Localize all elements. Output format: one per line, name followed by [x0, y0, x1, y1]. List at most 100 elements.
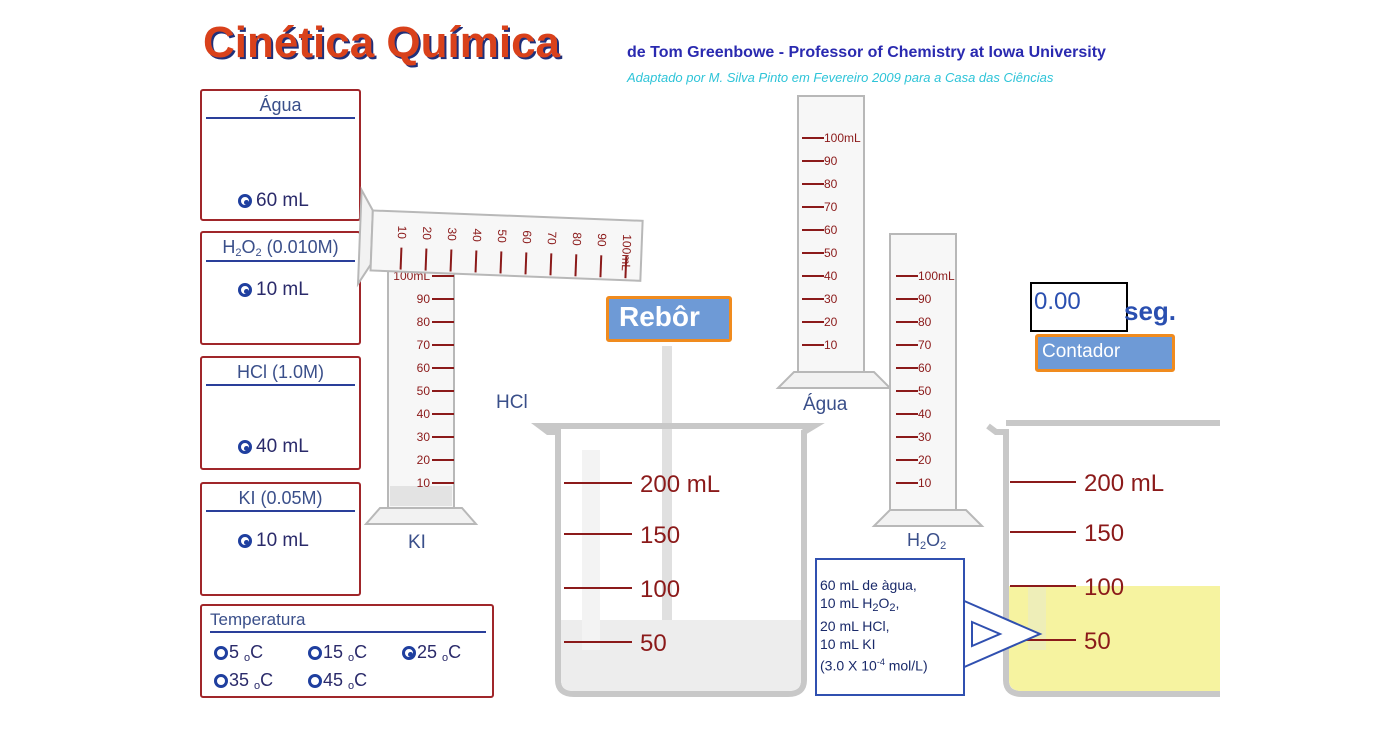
tilted-tick-label: 60 — [520, 230, 535, 244]
left-beaker: 200 mL 150 100 50 — [531, 423, 825, 697]
tilted-tick — [399, 247, 403, 270]
tilted-tick — [424, 248, 428, 271]
agua-tick-label: 40 — [824, 269, 838, 283]
app-title: Cinética Química — [203, 18, 561, 67]
ki-panel: KI (0.05M) 10 mL — [200, 482, 361, 596]
tilted-tick — [574, 254, 578, 277]
reaction-summary-note: 60 mL de àgua, 10 mL H2O2, 20 mL HCl, 10… — [815, 558, 965, 696]
agua-tick-label: 70 — [824, 200, 838, 214]
radio-icon[interactable] — [214, 674, 228, 689]
tilted-tick-label: 30 — [445, 227, 460, 241]
tilted-tick-label: 90 — [595, 233, 610, 247]
agua-tick-label: 30 — [824, 292, 838, 306]
tilted-tick-label: 50 — [495, 229, 510, 243]
h2o2-tick-label: 70 — [918, 338, 932, 352]
radio-selected-icon[interactable] — [402, 646, 416, 661]
tilted-tick — [549, 253, 553, 276]
tilted-tick-label: 10 — [395, 225, 410, 239]
agua-tick-label: 100mL — [824, 131, 861, 145]
ki-tick-label: 90 — [417, 292, 431, 306]
note-arrow-inner-icon — [971, 620, 1003, 648]
agua-cylinder-label: Água — [803, 394, 848, 415]
h2o2-tick-label: 50 — [918, 384, 932, 398]
adaptation-credit: Adaptado por M. Silva Pinto em Fevereiro… — [627, 70, 1054, 85]
ki-tick-label: 80 — [417, 315, 431, 329]
tilted-tick-label: 40 — [470, 228, 485, 242]
beaker-tick-label: 150 — [640, 522, 680, 549]
hcl-cylinder-label: HCl — [496, 392, 528, 413]
radio-selected-icon[interactable] — [238, 440, 252, 454]
temp-option-45[interactable]: 45 oC — [308, 670, 367, 692]
temp-option-5[interactable]: 5 oC — [214, 642, 263, 664]
agua-tick-label: 50 — [824, 246, 838, 260]
temp-option-35[interactable]: 35 oC — [214, 670, 273, 692]
radio-selected-icon[interactable] — [238, 534, 252, 548]
h2o2-tick-label: 30 — [918, 430, 932, 444]
ki-tick-label: 20 — [417, 453, 431, 467]
author-credit: de Tom Greenbowe - Professor of Chemistr… — [627, 44, 1106, 61]
agua-tick-label: 10 — [824, 338, 838, 352]
radio-selected-icon[interactable] — [238, 283, 252, 297]
ki-cylinder-label: KI — [408, 532, 426, 553]
tilted-tick-label: 70 — [545, 231, 560, 245]
h2o2-tick-label: 90 — [918, 292, 932, 306]
h2o2-tick-label: 20 — [918, 453, 932, 467]
beaker-tick-label: 100 — [640, 576, 680, 603]
ki-option-10ml[interactable]: 10 mL — [238, 530, 309, 552]
beaker-tick-label: 200 mL — [1084, 470, 1164, 497]
tilted-tick — [599, 255, 603, 278]
beaker-tick-label: 100 — [1084, 574, 1124, 601]
temp-option-25[interactable]: 25 oC — [402, 642, 461, 664]
h2o2-tick-label: 10 — [918, 476, 932, 490]
tilted-tick — [474, 250, 478, 273]
ki-tick-label: 30 — [417, 430, 431, 444]
h2o2-tick-label: 60 — [918, 361, 932, 375]
tilted-tick-label: 20 — [420, 226, 435, 240]
tilted-tick-label: 80 — [570, 232, 585, 246]
radio-icon[interactable] — [214, 646, 228, 661]
counter-button[interactable]: Contador — [1035, 334, 1175, 372]
agua-tick-label: 90 — [824, 154, 838, 168]
radio-selected-icon[interactable] — [238, 194, 252, 208]
tilted-tick — [449, 249, 453, 272]
radio-icon[interactable] — [308, 674, 322, 689]
temperature-panel-title: Temperatura — [210, 610, 486, 633]
h2o2-panel-title: H2O2 (0.010M) — [206, 237, 355, 262]
h2o2-option-10ml[interactable]: 10 mL — [238, 279, 309, 301]
beaker-tick-label: 200 mL — [640, 471, 720, 498]
tilted-graduated-cylinder: 10 20 30 40 50 60 70 80 90 100mL — [356, 186, 644, 288]
ki-panel-title: KI (0.05M) — [206, 488, 355, 512]
tilted-tick — [624, 256, 628, 279]
h2o2-panel: H2O2 (0.010M) 10 mL — [200, 231, 361, 345]
hcl-option-40ml[interactable]: 40 mL — [238, 436, 309, 458]
agua-option-60ml[interactable]: 60 mL — [238, 190, 309, 212]
hcl-panel: HCl (1.0M) 40 mL — [200, 356, 361, 470]
hcl-panel-title: HCl (1.0M) — [206, 362, 355, 386]
tilted-tick — [499, 251, 503, 274]
timer-unit: seg. — [1124, 296, 1177, 326]
ki-tick-label: 10 — [417, 476, 431, 490]
tilted-tick — [524, 252, 528, 275]
beaker-tick-label: 50 — [640, 630, 667, 657]
agua-tick-label: 60 — [824, 223, 838, 237]
h2o2-cylinder-label: H2O2 — [907, 530, 947, 552]
temp-option-15[interactable]: 15 oC — [308, 642, 367, 664]
beaker-tick-label: 50 — [1084, 628, 1111, 655]
ki-tick-label: 40 — [417, 407, 431, 421]
agua-panel-title: Água — [206, 95, 355, 119]
pour-stream — [662, 346, 672, 626]
ki-tick-label: 50 — [417, 384, 431, 398]
pour-button[interactable]: Rebôr — [606, 296, 732, 342]
h2o2-tick-label: 100mL — [918, 269, 955, 283]
agua-panel: Água 60 mL — [200, 89, 361, 221]
temperature-panel: Temperatura 5 oC 15 oC 25 oC 35 oC 45 oC — [200, 604, 494, 698]
tilted-tick-label: 100mL — [619, 234, 634, 272]
h2o2-tick-label: 80 — [918, 315, 932, 329]
radio-icon[interactable] — [308, 646, 322, 661]
agua-tick-label: 20 — [824, 315, 838, 329]
